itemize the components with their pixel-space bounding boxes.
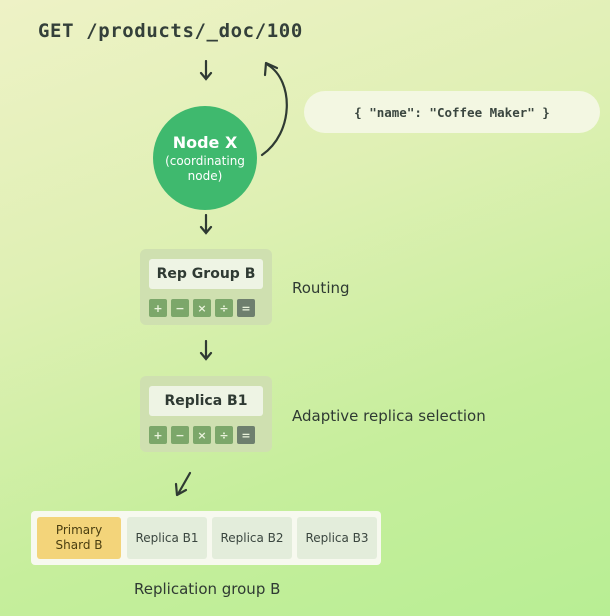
replica-card: Replica B1 + − × ÷ = xyxy=(140,376,272,452)
operator-row: + − × ÷ = xyxy=(149,299,255,317)
divide-icon: ÷ xyxy=(215,299,233,317)
minus-icon: − xyxy=(171,426,189,444)
divide-icon: ÷ xyxy=(215,426,233,444)
equals-icon: = xyxy=(237,426,255,444)
replica-shard-b2: Replica B2 xyxy=(212,517,292,559)
down-arrow-1 xyxy=(198,60,214,82)
down-arrow-2 xyxy=(198,214,214,236)
routing-card: Rep Group B + − × ÷ = xyxy=(140,249,272,325)
routing-card-label: Rep Group B xyxy=(149,259,263,289)
plus-icon: + xyxy=(149,426,167,444)
multiply-icon: × xyxy=(193,426,211,444)
adaptive-selection-label: Adaptive replica selection xyxy=(292,407,486,425)
minus-icon: − xyxy=(171,299,189,317)
replication-group-caption: Replication group B xyxy=(134,580,281,598)
operator-row: + − × ÷ = xyxy=(149,426,255,444)
response-bubble: { "name": "Coffee Maker" } xyxy=(304,91,600,133)
replica-shard-b3: Replica B3 xyxy=(297,517,377,559)
diagonal-arrow xyxy=(174,471,192,497)
equals-icon: = xyxy=(237,299,255,317)
replication-group: Primary Shard B Replica B1 Replica B2 Re… xyxy=(31,511,381,565)
node-subtitle: (coordinating node) xyxy=(165,153,245,183)
node-title: Node X xyxy=(172,132,238,152)
request-line: GET /products/_doc/100 xyxy=(38,20,303,42)
routing-label: Routing xyxy=(292,279,350,297)
plus-icon: + xyxy=(149,299,167,317)
coordinating-node: Node X (coordinating node) xyxy=(153,106,257,210)
down-arrow-3 xyxy=(198,340,214,362)
replica-shard-b1: Replica B1 xyxy=(127,517,207,559)
primary-shard: Primary Shard B xyxy=(37,517,121,559)
return-curve-arrow xyxy=(260,61,288,157)
replica-card-label: Replica B1 xyxy=(149,386,263,416)
multiply-icon: × xyxy=(193,299,211,317)
